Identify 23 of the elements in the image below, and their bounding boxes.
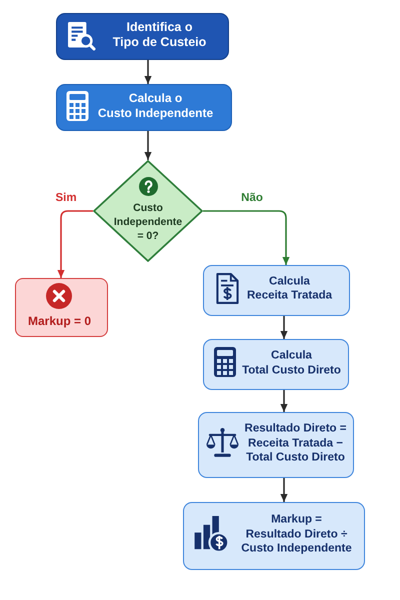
- process-box: [203, 339, 349, 390]
- process-box: [203, 265, 350, 316]
- arrow: [280, 390, 288, 412]
- step-text: Identifica o Tipo de Custeio: [112, 20, 206, 50]
- step-text: Calcula o Custo Independente: [98, 91, 214, 121]
- arrow: [144, 60, 152, 84]
- process-box: [198, 412, 354, 478]
- step-text: Calcula Total Custo Direto: [242, 348, 341, 378]
- arrow: [280, 316, 288, 339]
- arrow: [203, 210, 290, 265]
- result-box: [15, 278, 108, 337]
- decision-text: Custo Independente = 0?: [114, 201, 182, 243]
- arrow: [280, 478, 288, 502]
- step-text: Resultado Direto = Receita Tratada − Total Custo Direto: [244, 421, 346, 465]
- process-box: [56, 84, 232, 131]
- arrow: [57, 210, 93, 278]
- step-text: Markup = Resultado Direto ÷ Custo Independente: [241, 512, 352, 556]
- decision-diamond: [93, 160, 203, 262]
- result-text: Markup = 0: [28, 314, 92, 328]
- arrow: [144, 131, 152, 160]
- process-box: [56, 13, 229, 60]
- process-box: [183, 502, 365, 570]
- step-text: Calcula Receita Tratada: [247, 274, 332, 303]
